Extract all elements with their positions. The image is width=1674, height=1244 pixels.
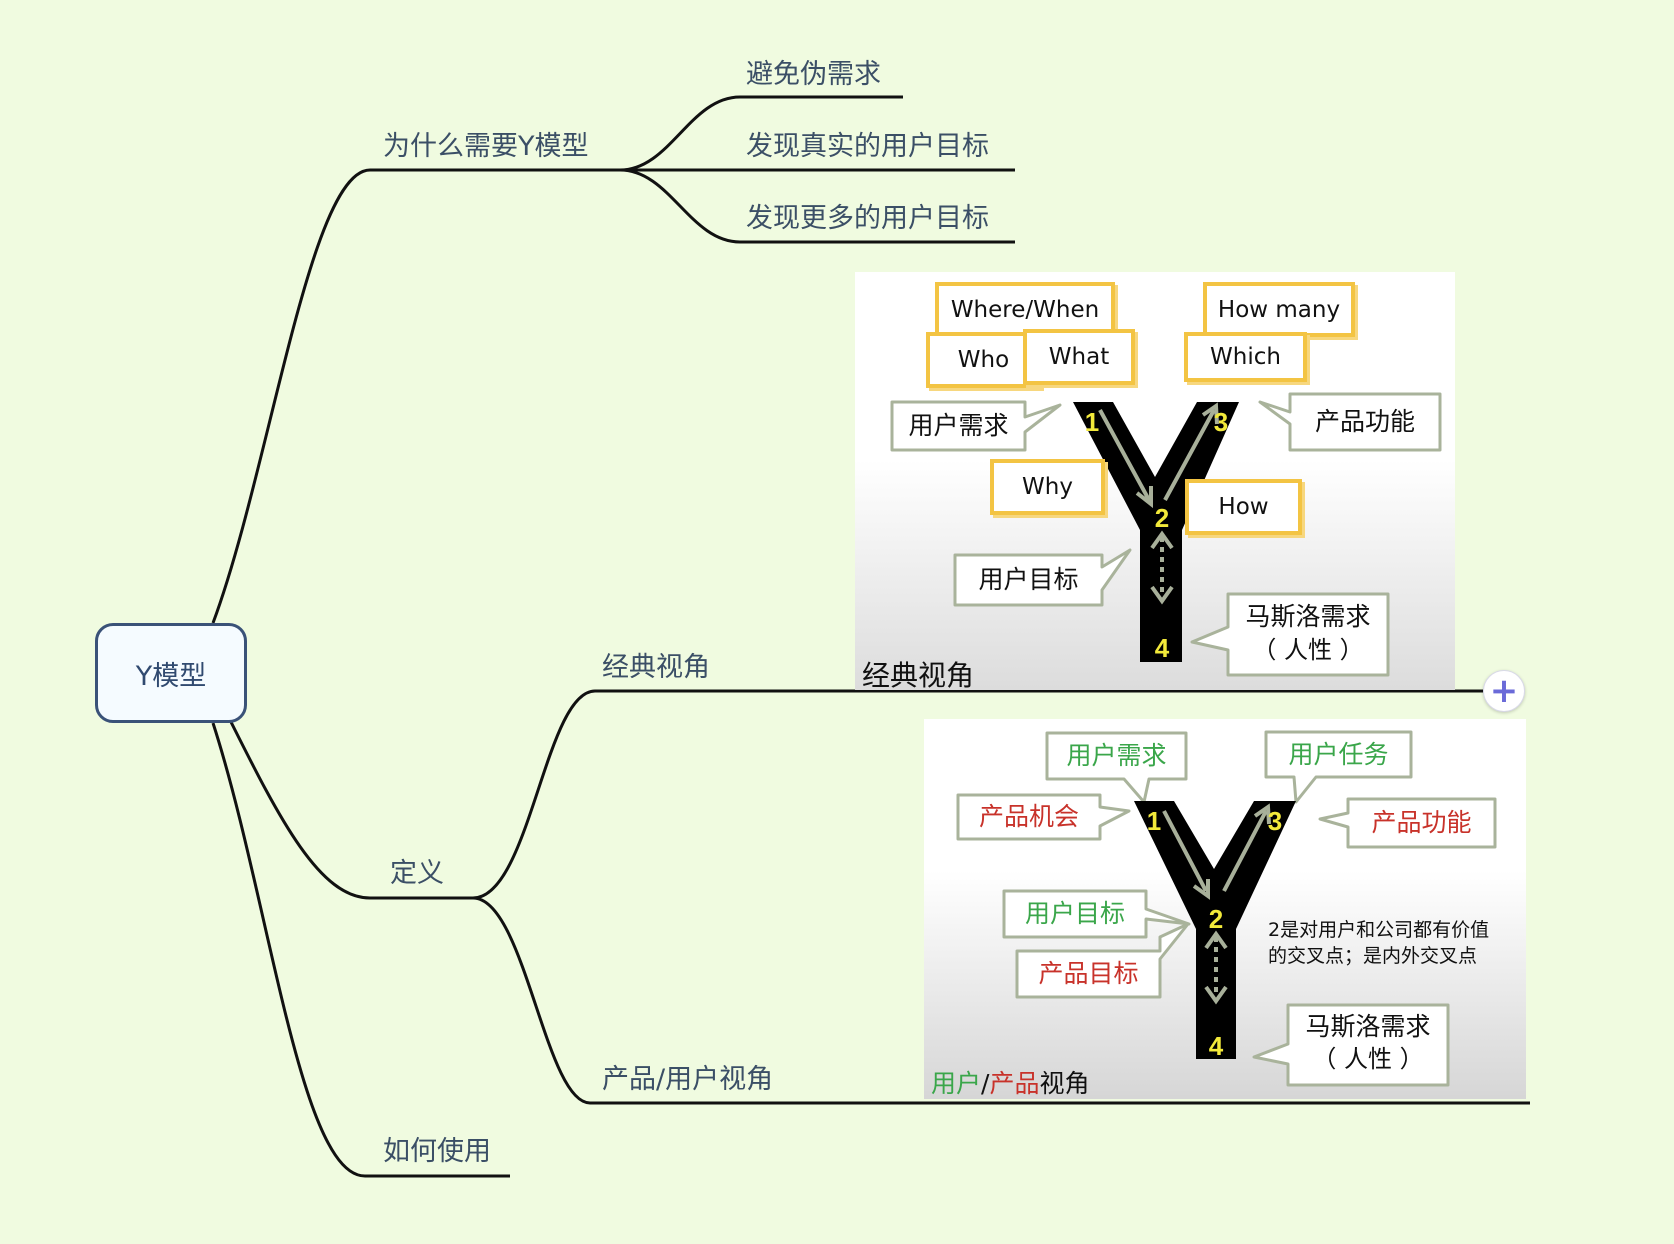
y2-number-3: 3 [1268, 806, 1282, 836]
classic-caption: 经典视角 [862, 659, 975, 690]
bubble-product-feature-shape [1258, 392, 1442, 452]
why-child-1-label[interactable]: 避免伪需求 [746, 59, 881, 90]
box-which: Which [1184, 332, 1307, 382]
line-why-child-1 [619, 95, 903, 172]
product-user-view-label[interactable]: 产品/用户视角 [602, 1064, 774, 1095]
branch-definition-label[interactable]: 定义 [390, 858, 444, 889]
box-how: How [1185, 479, 1302, 535]
y-road-2 [1134, 801, 1296, 1059]
product-user-goal: 用户目标 [1024, 899, 1125, 928]
classic-user-goal: 用户目标 [978, 565, 1079, 594]
line-definition-product [472, 896, 1530, 1105]
why-child-3-label[interactable]: 发现更多的用户目标 [746, 203, 989, 234]
intersection-note-line1: 2是对用户和公司都有价值 [1268, 919, 1490, 941]
product-user-need: 用户需求 [1066, 741, 1167, 770]
y2-number-2: 2 [1209, 904, 1223, 934]
classic-product-feature: 产品功能 [1314, 407, 1415, 436]
classic-view-image: 1 3 2 4 Where/When Who What Why How many… [855, 272, 1455, 690]
box-who: Who [926, 332, 1041, 388]
line-root-how [211, 722, 510, 1178]
y-number-1: 1 [1085, 407, 1099, 437]
product-user-view-image: 1 3 2 4 用户需求 用户任务 产品机会 产品功能 用户目标 产品目标 马斯… [924, 719, 1526, 1099]
y2-number-4: 4 [1209, 1031, 1224, 1061]
bubble-maslow-shape [1190, 592, 1390, 677]
y-number-2: 2 [1155, 503, 1169, 533]
classic-user-need: 用户需求 [908, 411, 1009, 440]
intersection-note-line2: 的交叉点；是内外交叉点 [1268, 945, 1478, 967]
bubble-user-task-shape [1264, 730, 1413, 804]
branch-why-label[interactable]: 为什么需要Y模型 [383, 131, 589, 162]
bubble-user-goal-shape [953, 548, 1132, 607]
product-opportunity: 产品机会 [978, 802, 1079, 831]
line-root-why [211, 168, 620, 624]
classic-maslow-line1: 马斯洛需求 [1245, 602, 1371, 631]
classic-maslow-line2: （ 人性 ） [1252, 636, 1364, 664]
bubble-user-need-shape [890, 400, 1062, 452]
product-caption: 用户/产品视角 [931, 1064, 1089, 1099]
product-goal: 产品目标 [1038, 959, 1139, 988]
y-road-graphic-2: 1 3 2 4 [956, 730, 1497, 1087]
classic-view-label[interactable]: 经典视角 [602, 652, 710, 683]
product-user-task: 用户任务 [1288, 740, 1389, 769]
product-feature: 产品功能 [1371, 808, 1472, 837]
y-number-4: 4 [1155, 633, 1170, 663]
line-why-child-3 [619, 168, 1015, 244]
bubble-maslow-shape-2 [1252, 1003, 1450, 1087]
line-root-definition [228, 719, 473, 900]
line-definition-classic [472, 689, 1483, 900]
why-child-2-label[interactable]: 发现真实的用户目标 [746, 131, 989, 162]
y-road [1073, 402, 1239, 662]
y2-number-1: 1 [1147, 806, 1161, 836]
bubble-user-need-shape-2 [1045, 731, 1188, 804]
bubble-user-goal-shape-2 [1002, 889, 1191, 939]
root-label: Y模型 [135, 660, 207, 692]
bubble-product-goal-shape [1015, 922, 1190, 999]
y-number-3: 3 [1214, 407, 1228, 437]
bubble-product-feature-shape-2 [1318, 797, 1497, 849]
box-what: What [1023, 329, 1135, 385]
product-maslow-line1: 马斯洛需求 [1305, 1012, 1431, 1041]
bubble-product-opportunity-shape [956, 793, 1131, 841]
caption-user: 用户 [931, 1069, 982, 1098]
caption-slash: / [981, 1069, 990, 1098]
y-road-graphic: 1 3 2 4 [890, 392, 1442, 677]
branch-how-label[interactable]: 如何使用 [383, 1136, 491, 1167]
caption-rest: 视角 [1039, 1069, 1090, 1098]
box-how-many: How many [1203, 282, 1355, 337]
product-maslow-line2: （ 人性 ） [1312, 1045, 1424, 1073]
root-node[interactable]: Y模型 [95, 623, 247, 723]
caption-product: 产品 [989, 1069, 1040, 1098]
add-node-button[interactable]: + [1483, 670, 1525, 712]
plus-icon: + [1489, 671, 1519, 711]
box-why: Why [990, 459, 1105, 515]
